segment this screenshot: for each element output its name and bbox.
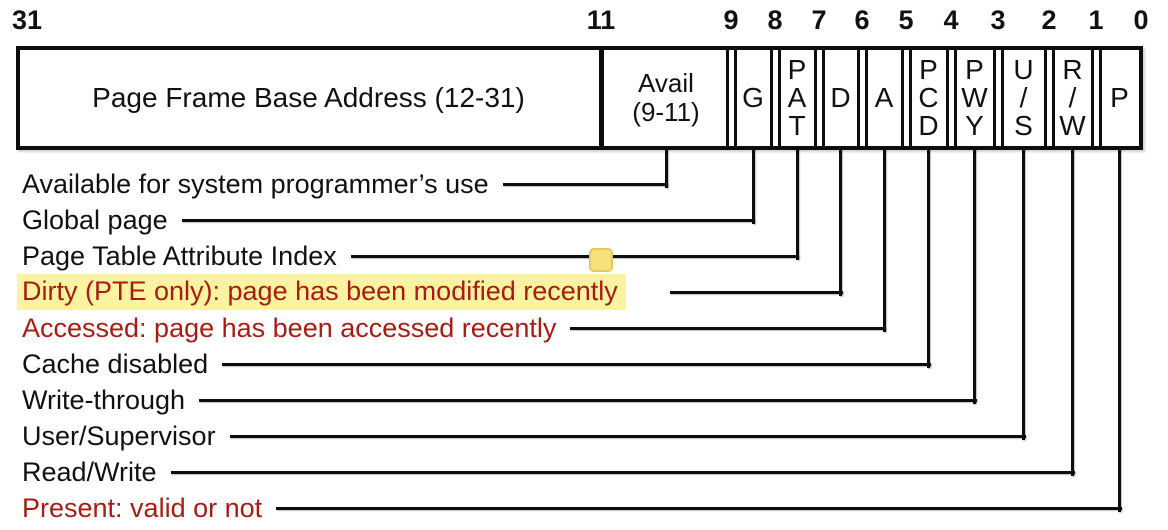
connector-line	[181, 218, 755, 222]
bit-number: 4	[943, 5, 959, 35]
bit-number: 31	[11, 5, 43, 35]
connector-line	[664, 148, 668, 188]
field-rw: R/W	[1055, 50, 1090, 146]
field-label: S	[1014, 110, 1033, 141]
annotation-label: Write-through	[22, 384, 186, 415]
connector-line	[927, 148, 930, 368]
field-label: D	[918, 110, 939, 141]
bit-number: 1	[1088, 5, 1104, 35]
field-pfba: Page Frame Base Address (12-31)	[22, 50, 595, 146]
field-avail: Avail(9-11)	[607, 50, 725, 146]
field-divider	[992, 50, 1004, 146]
field-label: A	[787, 82, 807, 113]
field-label: P	[787, 54, 807, 85]
bit-number: 7	[811, 5, 827, 35]
bit-number: 3	[990, 5, 1006, 35]
field-label: T	[788, 110, 806, 141]
connector-line	[350, 254, 799, 258]
annotation-row-pat: Page Table Attribute Index	[22, 241, 799, 271]
field-a: A	[868, 50, 900, 146]
connector-line	[229, 434, 1026, 438]
annotation-row-a: Accessed: page has been accessed recentl…	[22, 313, 886, 343]
annotation-label: Read/Write	[22, 456, 157, 487]
annotation-label: User/Supervisor	[22, 420, 216, 451]
field-p: P	[1102, 50, 1137, 146]
field-divider	[1090, 50, 1102, 146]
connector-line	[199, 398, 977, 402]
annotation-label: Available for system programmer’s use	[22, 168, 489, 199]
bit-number: 2	[1041, 5, 1057, 35]
field-label: P	[965, 54, 984, 85]
annotation-row-pcd: Cache disabled	[22, 349, 931, 379]
field-label: W	[1059, 110, 1086, 141]
bit-number: 11	[586, 5, 616, 35]
connector-line	[669, 290, 843, 294]
field-divider	[769, 50, 781, 146]
field-divider	[813, 50, 825, 146]
bit-number: 9	[723, 5, 739, 35]
field-divider	[856, 50, 868, 146]
connector-line	[1118, 148, 1121, 512]
connector-line	[222, 362, 931, 366]
connector-line	[973, 148, 976, 404]
field-d: D	[825, 50, 856, 146]
field-label: Avail	[638, 68, 694, 98]
field-label: R	[1062, 54, 1083, 85]
annotation-row-p: Present: valid or not	[22, 493, 1122, 523]
annotation-label: Dirty (PTE only): page has been modified…	[17, 274, 626, 310]
bit-number: 6	[854, 5, 870, 35]
field-label: /	[1019, 82, 1028, 113]
connector-line	[570, 326, 886, 330]
annotation-label: Global page	[22, 204, 168, 235]
field-divider	[598, 50, 604, 146]
connector-line	[1071, 148, 1074, 476]
connector-line	[882, 148, 886, 332]
field-g: G	[737, 50, 769, 146]
connector-line	[1022, 148, 1025, 440]
field-label: A	[874, 82, 894, 113]
field-us: U/S	[1004, 50, 1043, 146]
annotation-row-pwy: Write-through	[22, 385, 977, 415]
connector-line	[751, 148, 755, 224]
sticky-note-marker	[589, 248, 613, 272]
connector-line	[502, 182, 668, 186]
field-label: W	[961, 82, 988, 113]
annotation-row-d: Dirty (PTE only): page has been modified…	[17, 274, 843, 310]
field-label: Page Frame Base Address (12-31)	[92, 82, 525, 113]
field-label: (9-11)	[632, 97, 700, 127]
field-divider	[1043, 50, 1055, 146]
field-label: P	[1110, 82, 1129, 113]
field-divider	[945, 50, 957, 146]
field-label: /	[1068, 82, 1077, 113]
field-label: G	[742, 82, 764, 113]
field-label: D	[830, 82, 851, 113]
field-label: U	[1013, 54, 1034, 85]
field-divider	[900, 50, 912, 146]
connector-line	[839, 148, 842, 296]
connector-line	[795, 148, 799, 260]
field-label: Y	[965, 110, 984, 141]
annotation-row-avail: Available for system programmer’s use	[22, 169, 668, 199]
annotation-row-us: User/Supervisor	[22, 421, 1026, 451]
connector-line	[170, 470, 1075, 474]
annotation-label: Cache disabled	[22, 348, 209, 379]
annotation-label: Present: valid or not	[22, 492, 263, 523]
bit-number: 0	[1133, 5, 1149, 35]
field-label: P	[919, 54, 938, 85]
annotation-label: Accessed: page has been accessed recentl…	[22, 312, 557, 343]
annotation-row-g: Global page	[22, 205, 755, 235]
field-divider	[725, 50, 737, 146]
bit-number: 5	[898, 5, 914, 35]
annotation-label: Page Table Attribute Index	[22, 240, 337, 271]
field-label: C	[918, 82, 939, 113]
bit-number: 8	[767, 5, 783, 35]
connector-line	[276, 506, 1122, 510]
annotation-row-rw: Read/Write	[22, 457, 1075, 487]
